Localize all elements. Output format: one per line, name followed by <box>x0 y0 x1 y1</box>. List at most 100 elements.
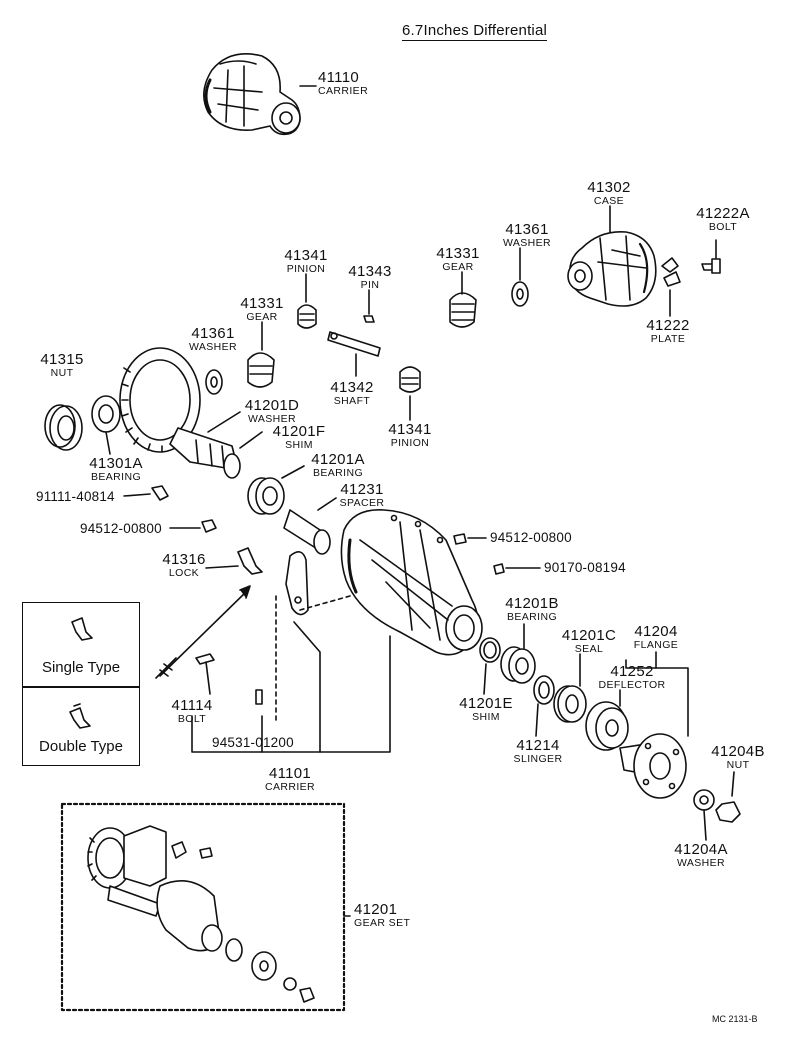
label-name: WASHER <box>188 341 238 353</box>
bearing-41201b-drawing <box>500 623 536 684</box>
bearing-41301a-drawing <box>91 395 121 455</box>
label-shaft-41342: 41342 SHAFT <box>330 380 373 407</box>
slinger-41214-drawing <box>533 675 555 737</box>
label-number: 41361 <box>505 221 549 238</box>
label-number: 41201F <box>272 423 326 440</box>
label-number: 41114 <box>171 697 213 714</box>
label-number: 41201D <box>244 397 300 414</box>
label-number: 41222 <box>646 317 690 334</box>
label-name: BEARING <box>506 611 558 623</box>
label-number: 41315 <box>40 351 84 368</box>
label-number: 41204B <box>711 743 765 760</box>
lock-leader-drawing <box>155 585 251 679</box>
label-name: PIN <box>360 279 380 291</box>
label-name: DEFLECTOR <box>598 679 666 691</box>
label-pinion-41341-right: 41341 PINION <box>388 422 431 449</box>
label-name: CASE <box>593 195 625 207</box>
label-flange-41204: 41204 FLANGE <box>634 624 678 651</box>
label-name: SHAFT <box>333 395 371 407</box>
label-number: 41204 <box>634 623 678 640</box>
label-number: 41361 <box>191 325 235 342</box>
label-name: CARRIER <box>318 85 369 97</box>
label-name: WASHER <box>247 413 297 425</box>
label-number: 41222A <box>696 205 750 222</box>
label-number: 41231 <box>340 481 384 498</box>
label-number: 41331 <box>436 245 480 262</box>
part-number-94531-01200: 94531-01200 <box>212 735 294 750</box>
case-drawing <box>567 205 657 307</box>
deflector-41252-drawing <box>585 689 629 751</box>
label-name: PINION <box>286 263 326 275</box>
single-type-lock-drawing <box>71 617 93 641</box>
shim-41201e-drawing <box>479 637 501 695</box>
label-name: SEAL <box>574 643 604 655</box>
pinion-41341-top-drawing <box>297 273 317 329</box>
label-nut-41204b: 41204B NUT <box>711 744 765 771</box>
diagram-title: 6.7Inches Differential <box>402 22 548 41</box>
washer-41361-top-drawing <box>511 247 529 307</box>
label-gear-41331-left: 41331 GEAR <box>240 296 283 323</box>
label-seal-41201c: 41201C SEAL <box>562 628 616 655</box>
label-name: NUT <box>50 367 74 379</box>
label-name: GEAR SET <box>354 917 411 929</box>
label-name: PLATE <box>650 333 686 345</box>
label-slinger-41214: 41214 SLINGER <box>514 738 563 765</box>
label-name: PINION <box>390 437 430 449</box>
gear-set-assembly-drawing <box>87 825 351 1003</box>
label-case: 41302 CASE <box>587 180 630 207</box>
label-nut-41315: 41315 NUT <box>40 352 83 379</box>
label-pinion-41341-top: 41341 PINION <box>284 248 327 275</box>
label-deflector-41252: 41252 DEFLECTOR <box>599 664 666 691</box>
label-name: SHIM <box>285 439 313 451</box>
flange-41204-drawing <box>619 651 689 799</box>
washer-41361-left-drawing <box>205 369 223 395</box>
label-bolt-41114: 41114 BOLT <box>172 698 213 725</box>
label-bolt-41222a: 41222A BOLT <box>696 206 750 233</box>
bolt-41114-drawing <box>195 653 263 705</box>
gear-41331-top-drawing <box>449 271 477 328</box>
label-number: 41341 <box>388 421 432 438</box>
label-number: 41331 <box>240 295 284 312</box>
label-carrier-41101: 41101 CARRIER <box>265 766 315 793</box>
label-name: BOLT <box>177 713 207 725</box>
plate-41222-drawing <box>661 257 681 317</box>
label-bearing-41201a: 41201A BEARING <box>311 452 365 479</box>
double-type-lock-drawing <box>69 703 91 729</box>
label-number: 41342 <box>330 379 374 396</box>
dashed-guides-drawing <box>275 595 351 721</box>
label-number: 41343 <box>348 263 392 280</box>
nuts-94512-90170-right-drawing <box>453 533 541 575</box>
bearing-41201a-drawing <box>247 465 305 515</box>
label-number: 41301A <box>89 455 143 472</box>
double-type-box: Double Type <box>22 686 140 766</box>
part-number-90170-08194: 90170-08194 <box>544 560 626 575</box>
diagram-code: MC 2131-B <box>712 1014 758 1024</box>
seal-41201c-drawing <box>553 653 587 723</box>
label-name: GEAR <box>442 261 474 273</box>
bolt-91111-drawing <box>123 485 169 501</box>
label-name: SLINGER <box>513 753 563 765</box>
label-plate-41222: 41222 PLATE <box>646 318 689 345</box>
label-number: 41201B <box>505 595 559 612</box>
nut-41315-drawing <box>44 404 83 451</box>
carrier-housing-drawing <box>340 509 483 656</box>
part-number-91111-40814: 91111-40814 <box>36 489 115 504</box>
spacer-41231-drawing <box>283 497 337 555</box>
part-number-94512-00800-left: 94512-00800 <box>80 521 162 536</box>
nut-94512-left-drawing <box>169 519 217 533</box>
label-number: 41201A <box>311 451 365 468</box>
carrier-41101-leaders-drawing <box>191 621 391 753</box>
label-name: BEARING <box>312 467 364 479</box>
drive-pinion-drawing <box>169 411 263 479</box>
label-spacer-41231: 41231 SPACER <box>340 482 385 509</box>
bearing-cap-drawing <box>285 551 309 616</box>
label-number: 41341 <box>284 247 328 264</box>
nut-41204b-drawing <box>715 771 741 823</box>
bolt-41222a-drawing <box>701 239 721 274</box>
single-type-label: Single Type <box>41 659 121 676</box>
label-name: SHIM <box>472 711 500 723</box>
label-washer-41361-top: 41361 WASHER <box>503 222 551 249</box>
label-number: 41110 <box>318 69 359 86</box>
label-number: 41201 <box>354 901 398 918</box>
